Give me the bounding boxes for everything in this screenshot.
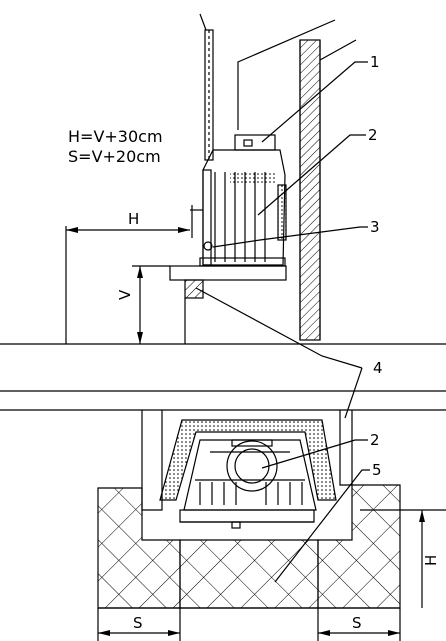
dim-s-left-label: S (133, 614, 143, 632)
leader-4-left (195, 287, 363, 369)
callout-4: 4 (373, 359, 383, 377)
dim-s-right-label: S (352, 614, 362, 632)
flue-ring-inner (234, 448, 270, 484)
dim-h-label-plan: H (422, 555, 440, 566)
plan-view (0, 390, 446, 641)
hood-outline-right (319, 39, 357, 61)
leader-2-lower (261, 439, 368, 469)
dim-v-label: V (116, 289, 134, 300)
dim-h-label-side: H (128, 210, 139, 228)
callout-1: 1 (370, 53, 380, 71)
enclosure-left-wall (141, 410, 163, 511)
leader-3 (212, 226, 368, 248)
callout-3: 3 (370, 218, 380, 236)
wall-hatched (299, 39, 321, 341)
insert-plan-body (183, 439, 317, 511)
masonry-center (179, 539, 319, 609)
enclosure-right-wall (339, 410, 353, 486)
leader-2-upper (257, 134, 366, 216)
insulation-layer (159, 419, 337, 501)
formula-s: S=V+20cm (68, 147, 161, 166)
formula-h: H=V+30cm (68, 127, 163, 146)
hood-line-top (199, 13, 207, 31)
callout-2-upper: 2 (368, 126, 378, 144)
leader-5 (274, 469, 370, 583)
flue-collar (234, 134, 276, 151)
masonry-right (317, 484, 401, 609)
flue-ring-outer (226, 440, 278, 492)
insert-front-rail (179, 509, 315, 523)
callout-5: 5 (372, 461, 382, 479)
callout-2-lower: 2 (370, 431, 380, 449)
hearth-shelf (169, 265, 287, 281)
side-section-view (0, 13, 446, 419)
leader-1 (261, 61, 368, 143)
insert-back-panel (277, 184, 287, 241)
insert-door (202, 169, 212, 266)
shelf-support (184, 279, 204, 299)
masonry-left (97, 487, 181, 609)
hood-outline (237, 19, 336, 130)
